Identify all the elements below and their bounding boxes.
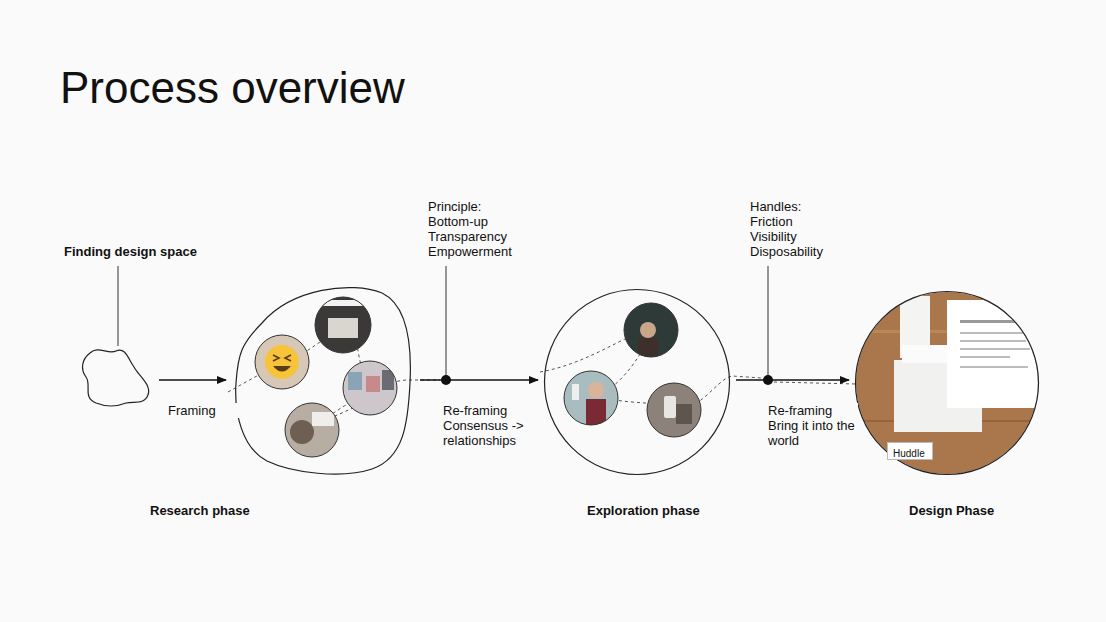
photo-detail (676, 404, 692, 424)
photo-detail (572, 384, 579, 400)
photo-tag-text: Huddle (888, 447, 930, 461)
node-label: Design Phase (909, 503, 994, 518)
photo (855, 291, 1043, 475)
photo-border (647, 383, 701, 437)
photo-detail (586, 399, 606, 425)
node-outline (232, 283, 414, 475)
leader-line (768, 266, 769, 376)
photo-ground (343, 361, 397, 415)
blob-outline (236, 288, 411, 474)
photo (624, 303, 678, 358)
research-blob: Research phase (232, 283, 414, 475)
leader-line (118, 266, 119, 346)
leader-line (446, 266, 447, 376)
photo-detail (664, 396, 676, 418)
photo-detail (290, 420, 314, 444)
photo-ground (564, 371, 618, 425)
doc-line (960, 320, 1020, 323)
principle-note: Principle: Bottom-up Transparency Empowe… (428, 199, 512, 259)
node-outline (544, 289, 730, 475)
flow-arrow (420, 379, 538, 381)
node-label: Finding design space (64, 244, 197, 259)
circle-outline (545, 290, 730, 475)
photo-border (564, 371, 618, 425)
photo-ground (285, 403, 339, 457)
photo-border (285, 403, 339, 457)
doc-line (960, 348, 1030, 350)
node-outline (78, 345, 153, 407)
photo-ground (647, 383, 701, 437)
title: Process overview (60, 64, 405, 112)
photo (647, 383, 701, 437)
design-circle: HuddleDesign Phase (855, 291, 1039, 475)
photo-detail (588, 382, 604, 398)
edge-label: Re-framing Consensus -> relationships (443, 403, 533, 448)
photo-detail (640, 322, 656, 338)
photo-detail (348, 372, 362, 390)
flow-arrow (736, 379, 849, 381)
photo-border (315, 297, 371, 353)
photo-border (624, 303, 678, 357)
photo-detail (312, 412, 334, 426)
photo-tag: Huddle (887, 442, 933, 460)
emoji-face (265, 345, 299, 379)
emoji-eyes (273, 355, 291, 361)
flow-arrow (159, 379, 226, 381)
photo (315, 297, 371, 353)
doc-line (960, 366, 1028, 368)
node-outline (855, 291, 1039, 475)
photo-ground (624, 303, 678, 357)
node-label: Research phase (150, 503, 250, 518)
photo-detail (366, 376, 380, 392)
circle-outline (856, 292, 1039, 475)
edge-label: Re-framing Bring it into the world (768, 403, 858, 448)
exploration-circle: Exploration phase (544, 289, 730, 475)
node-label: Exploration phase (587, 503, 700, 518)
photo-detail (328, 318, 358, 338)
photo (285, 403, 339, 457)
blob-outline (83, 350, 149, 406)
photo (343, 361, 397, 415)
emoji-mouth (273, 366, 291, 372)
photo-border (343, 361, 397, 415)
edge-label: Framing (168, 403, 258, 418)
doc-line (960, 340, 1026, 342)
photo-ground (255, 335, 309, 389)
doc-line (960, 356, 1010, 358)
doc-line (960, 332, 1030, 334)
photo-ground (315, 297, 371, 353)
photo (564, 371, 618, 425)
handles-note: Handles: Friction Visibility Disposabili… (750, 199, 823, 259)
design-space-blob: Finding design space (78, 345, 153, 407)
photo-border (255, 335, 309, 389)
photo (255, 335, 309, 389)
screen-document (947, 300, 1043, 408)
